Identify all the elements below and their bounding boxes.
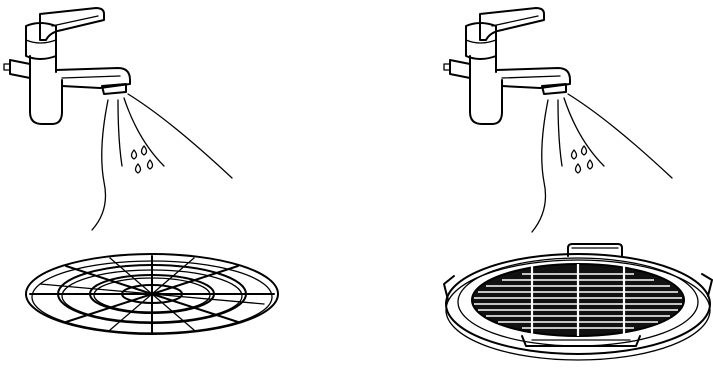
- scene-right-drawing: [356, 0, 713, 370]
- water-stream: [92, 94, 232, 230]
- scene-left-drawing: [0, 0, 356, 370]
- water-drops: [572, 146, 593, 173]
- water-drops: [132, 146, 153, 173]
- faucet-icon: [444, 8, 570, 124]
- water-stream: [532, 94, 672, 232]
- wire-grill-rack-icon: [26, 254, 278, 334]
- scene-rinse-grill-plate: [356, 0, 713, 370]
- faucet-icon: [4, 8, 130, 124]
- grill-plate-icon: [444, 244, 712, 360]
- scene-rinse-wire-rack: [0, 0, 356, 370]
